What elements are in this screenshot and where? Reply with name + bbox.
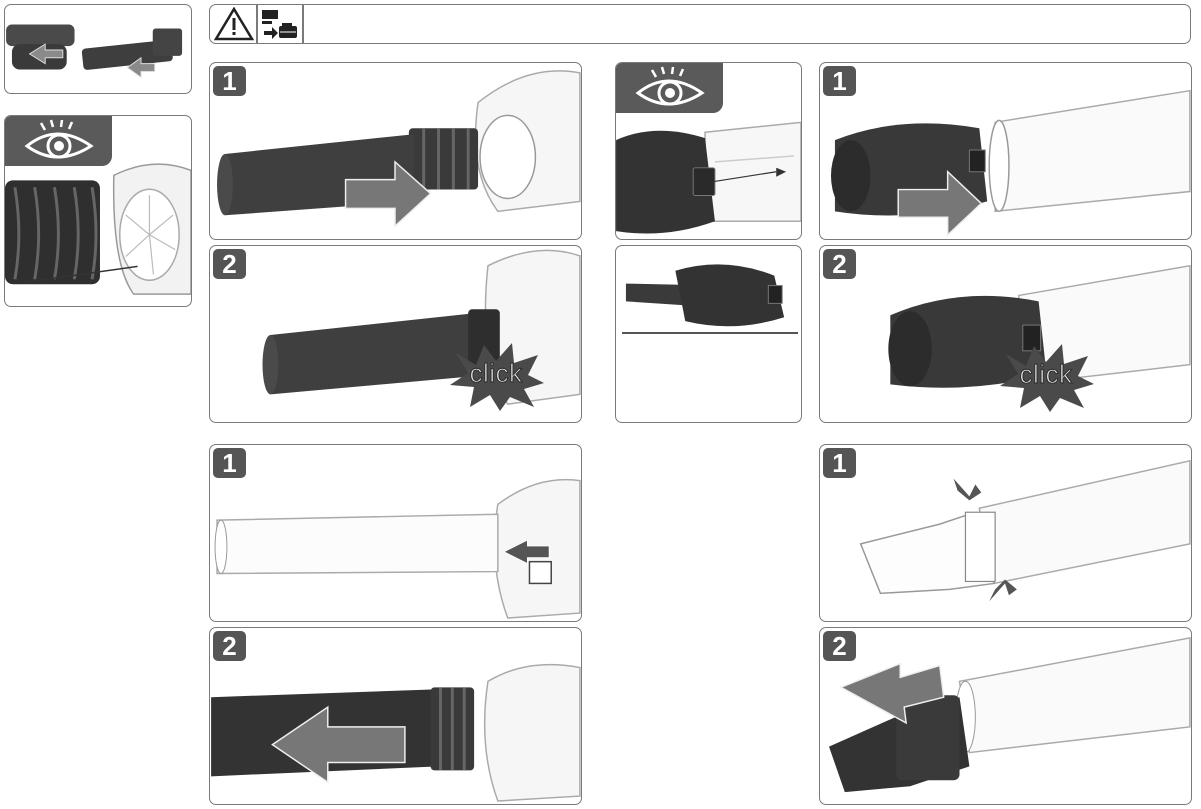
safety-header-bar bbox=[209, 4, 1191, 44]
battery-remove-icon bbox=[262, 10, 297, 39]
overview-thumbnail bbox=[4, 4, 192, 94]
attach-nozzle-step-1: 1 bbox=[819, 62, 1192, 240]
step-number: 2 bbox=[823, 631, 856, 661]
attach-nozzle-step-2: 2 click bbox=[819, 245, 1192, 423]
step-number: 1 bbox=[823, 448, 856, 478]
release-tube-step-2: 2 bbox=[209, 627, 582, 805]
step-number: 2 bbox=[213, 249, 246, 279]
inspect-eye-badge bbox=[616, 63, 723, 113]
step-number: 1 bbox=[823, 66, 856, 96]
click-indicator: click bbox=[996, 342, 1096, 412]
click-label: click bbox=[1019, 358, 1073, 389]
step-number: 1 bbox=[213, 448, 246, 478]
eye-icon bbox=[24, 119, 94, 159]
inspect-eye-badge bbox=[5, 116, 112, 166]
click-burst-icon bbox=[1000, 344, 1094, 412]
eye-icon bbox=[635, 66, 705, 106]
inspect-fit-panel bbox=[4, 115, 192, 307]
step-number: 2 bbox=[213, 631, 246, 661]
click-burst-icon bbox=[450, 343, 544, 411]
release-nozzle-step-2: 2 bbox=[819, 627, 1192, 805]
comparison-divider bbox=[622, 332, 798, 334]
nozzle-comparison-panel bbox=[615, 245, 802, 423]
step-number: 1 bbox=[213, 66, 246, 96]
click-indicator: click bbox=[446, 341, 546, 411]
click-label: click bbox=[469, 357, 523, 388]
step-number: 2 bbox=[823, 249, 856, 279]
attach-tube-step-1: 1 bbox=[209, 62, 582, 240]
release-nozzle-step-1: 1 bbox=[819, 444, 1192, 622]
attach-tube-step-2: 2 click bbox=[209, 245, 582, 423]
inspect-latch-panel bbox=[615, 62, 802, 240]
warning-triangle-icon bbox=[214, 7, 254, 41]
release-tube-step-1: 1 bbox=[209, 444, 582, 622]
